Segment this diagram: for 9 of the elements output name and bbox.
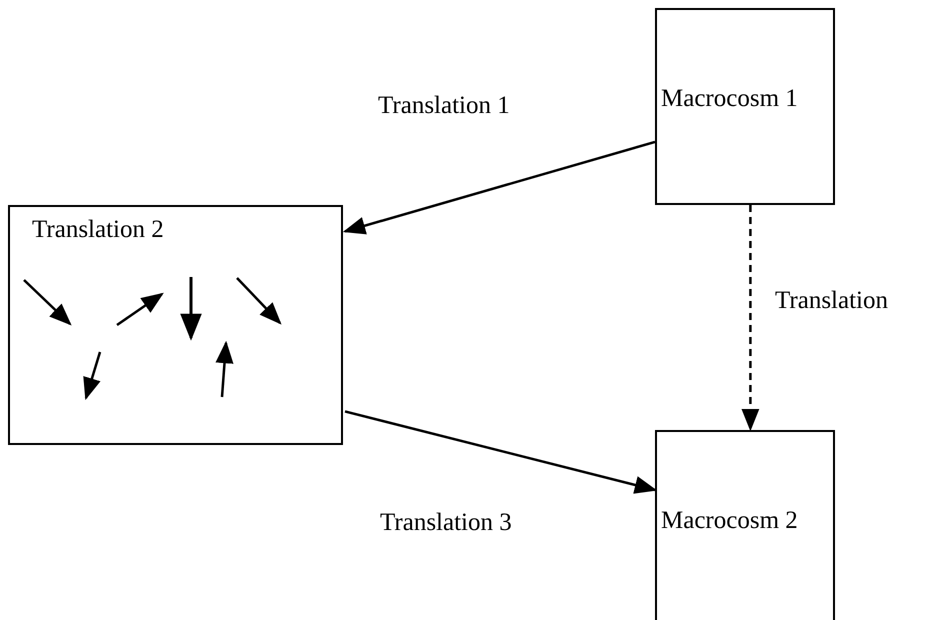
box-label: Macrocosm 1 (661, 86, 798, 111)
text-box (655, 8, 835, 205)
arrow (344, 410, 658, 494)
text-box (655, 430, 835, 620)
text-box (8, 205, 343, 445)
box-label: Macrocosm 2 (661, 508, 798, 533)
arrow (342, 140, 656, 234)
arrow (741, 205, 760, 432)
box-label: Translation 2 (32, 217, 164, 242)
